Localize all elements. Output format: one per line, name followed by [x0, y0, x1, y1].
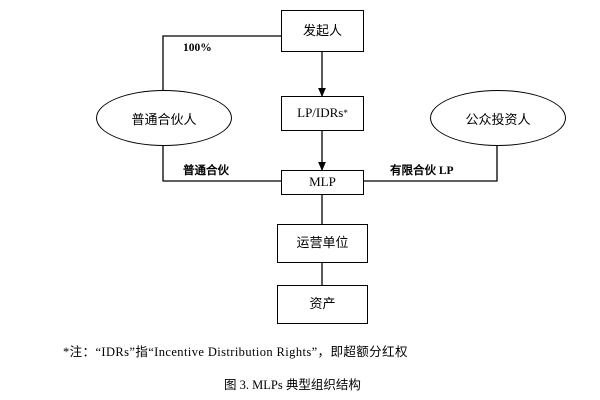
node-public-investors: 公众投资人 — [430, 90, 566, 146]
node-operating-unit-label: 运营单位 — [296, 235, 349, 251]
node-general-partner-label: 普通合伙人 — [131, 111, 197, 127]
edge-label-general-partnership: 普通合伙 — [183, 165, 229, 177]
node-mlp: MLP — [281, 170, 364, 195]
node-lp-idrs-label: LP/IDRs — [297, 105, 344, 121]
node-assets-label: 资产 — [309, 296, 336, 312]
node-public-investors-label: 公众投资人 — [465, 111, 531, 127]
node-sponsor: 发起人 — [281, 10, 364, 52]
node-mlp-label: MLP — [309, 174, 336, 190]
node-general-partner: 普通合伙人 — [96, 90, 232, 146]
node-assets: 资产 — [277, 285, 368, 324]
edge-label-limited-partnership: 有限合伙 LP — [390, 165, 454, 177]
figure-caption: 图 3. MLPs 典型组织结构 — [224, 378, 361, 392]
node-operating-unit: 运营单位 — [277, 224, 368, 263]
node-sponsor-label: 发起人 — [302, 22, 342, 38]
figure-footnote: *注：“IDRs”指“Incentive Distribution Rights… — [63, 345, 408, 359]
node-lp-idrs-superscript: * — [343, 107, 348, 118]
edge-label-100-percent: 100% — [183, 42, 212, 54]
node-lp-idrs: LP/IDRs* — [281, 96, 364, 131]
